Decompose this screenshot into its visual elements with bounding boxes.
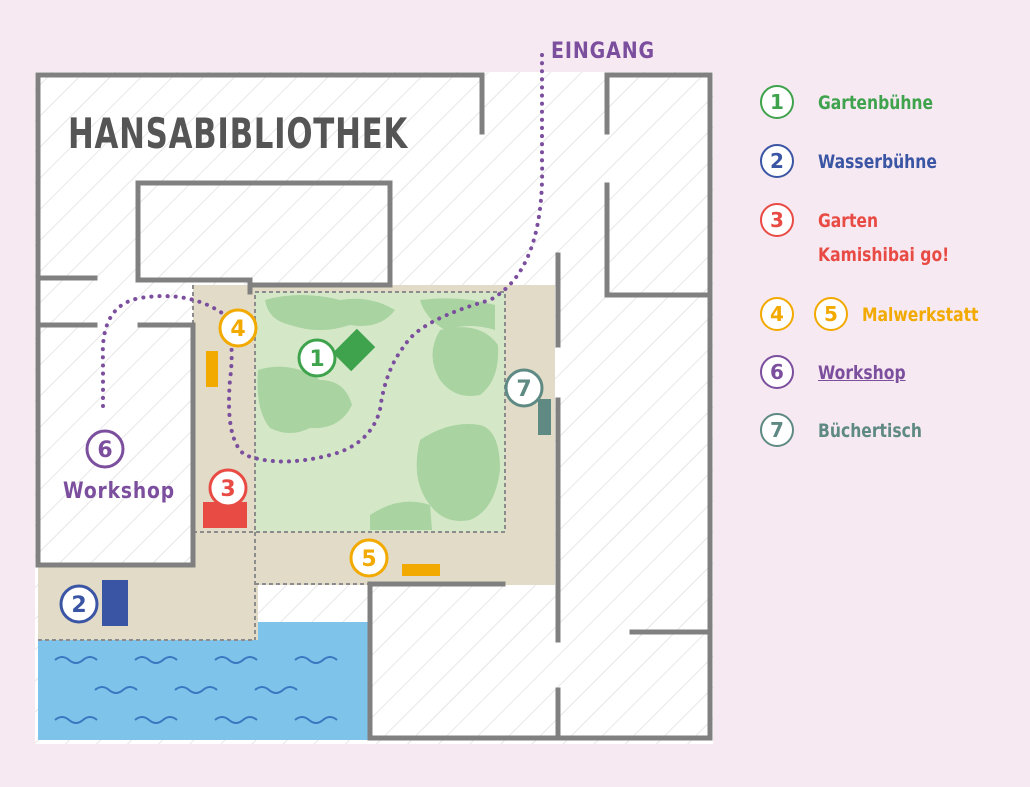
marker-4: 4 bbox=[218, 308, 258, 348]
svg-text:5: 5 bbox=[361, 547, 376, 572]
legend-label-buechertisch: Büchertisch bbox=[818, 420, 922, 442]
garden-stage-shape bbox=[332, 328, 376, 372]
legend-item-2: 2 Wasserbühne bbox=[760, 144, 963, 178]
svg-text:4: 4 bbox=[230, 317, 245, 342]
svg-text:2: 2 bbox=[71, 593, 86, 618]
legend-label-gartenbuehne: Gartenbühne bbox=[818, 92, 934, 114]
legend-label-wasserbuehne: Wasserbühne bbox=[818, 151, 937, 173]
walls bbox=[35, 72, 713, 741]
book-table-shape bbox=[538, 399, 551, 435]
legend-number-5: 5 bbox=[814, 297, 848, 331]
legend-item-3: 3 Garten Kamishibai go! bbox=[760, 203, 978, 268]
legend-link-workshop[interactable]: Workshop bbox=[818, 362, 906, 384]
legend-label-malwerkstatt: Malwerkstatt bbox=[862, 304, 979, 326]
marker-2: 2 bbox=[59, 584, 99, 624]
legend-number-1: 1 bbox=[760, 85, 794, 119]
legend-number-6: 6 bbox=[760, 355, 794, 389]
svg-text:6: 6 bbox=[97, 438, 112, 463]
legend-label-kamishibai: Kamishibai go! bbox=[818, 244, 950, 266]
legend-number-4: 4 bbox=[760, 297, 794, 331]
painting-station-4-shape bbox=[206, 351, 218, 387]
garden-bushes bbox=[257, 295, 500, 530]
svg-text:1: 1 bbox=[309, 347, 324, 372]
legend-number-2: 2 bbox=[760, 144, 794, 178]
marker-3: 3 bbox=[208, 468, 248, 508]
legend-label-garten: Garten bbox=[818, 210, 879, 232]
marker-6: 6 bbox=[85, 429, 125, 469]
legend-item-6: 6 Workshop bbox=[760, 355, 925, 389]
building-title: HANSABIBLIOTHEK bbox=[68, 109, 408, 158]
marker-1: 1 bbox=[297, 338, 337, 378]
water-stage-shape bbox=[102, 580, 128, 626]
legend-item-4-5: 4 5 Malwerkstatt bbox=[760, 297, 1004, 331]
painting-station-5-shape bbox=[402, 564, 440, 576]
entrance-label: EINGANG bbox=[551, 39, 655, 64]
legend-item-7: 7 Büchertisch bbox=[760, 413, 945, 447]
legend-number-3: 3 bbox=[760, 203, 794, 237]
marker-7: 7 bbox=[504, 368, 544, 408]
water-area bbox=[38, 622, 368, 740]
workshop-map-label: Workshop bbox=[63, 479, 175, 504]
marker-5: 5 bbox=[349, 538, 389, 578]
svg-text:3: 3 bbox=[220, 477, 235, 502]
visitor-route-path bbox=[100, 53, 545, 464]
svg-text:7: 7 bbox=[516, 377, 531, 402]
legend-number-7: 7 bbox=[760, 413, 794, 447]
legend-item-1: 1 Gartenbühne bbox=[760, 85, 958, 119]
